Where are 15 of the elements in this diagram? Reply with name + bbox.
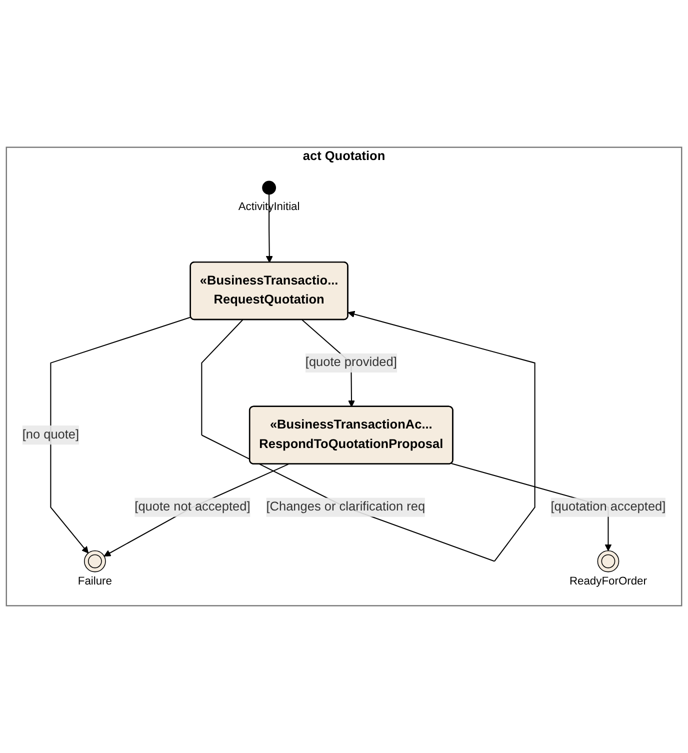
node-caption: Failure (78, 576, 112, 588)
arrow (201, 310, 536, 562)
arrow (50, 316, 192, 554)
initial-node (262, 180, 276, 195)
edge-label: [Changes or clarification req (266, 500, 426, 514)
node-caption: ReadyForOrder (569, 576, 647, 588)
action-box: «BusinessTransactio... RequestQuotation (190, 261, 348, 320)
edge-label: [quote not accepted] (134, 500, 250, 514)
action-box: «BusinessTransactionAc... RespondToQuotationProposal (248, 406, 454, 464)
edge-label: [quote provided] (305, 356, 397, 370)
edge-label: [no quote] (22, 428, 80, 442)
edge-label: [quotation accepted] (550, 500, 666, 514)
final-node (84, 550, 106, 572)
final-node (597, 550, 620, 572)
arrow (266, 194, 273, 263)
